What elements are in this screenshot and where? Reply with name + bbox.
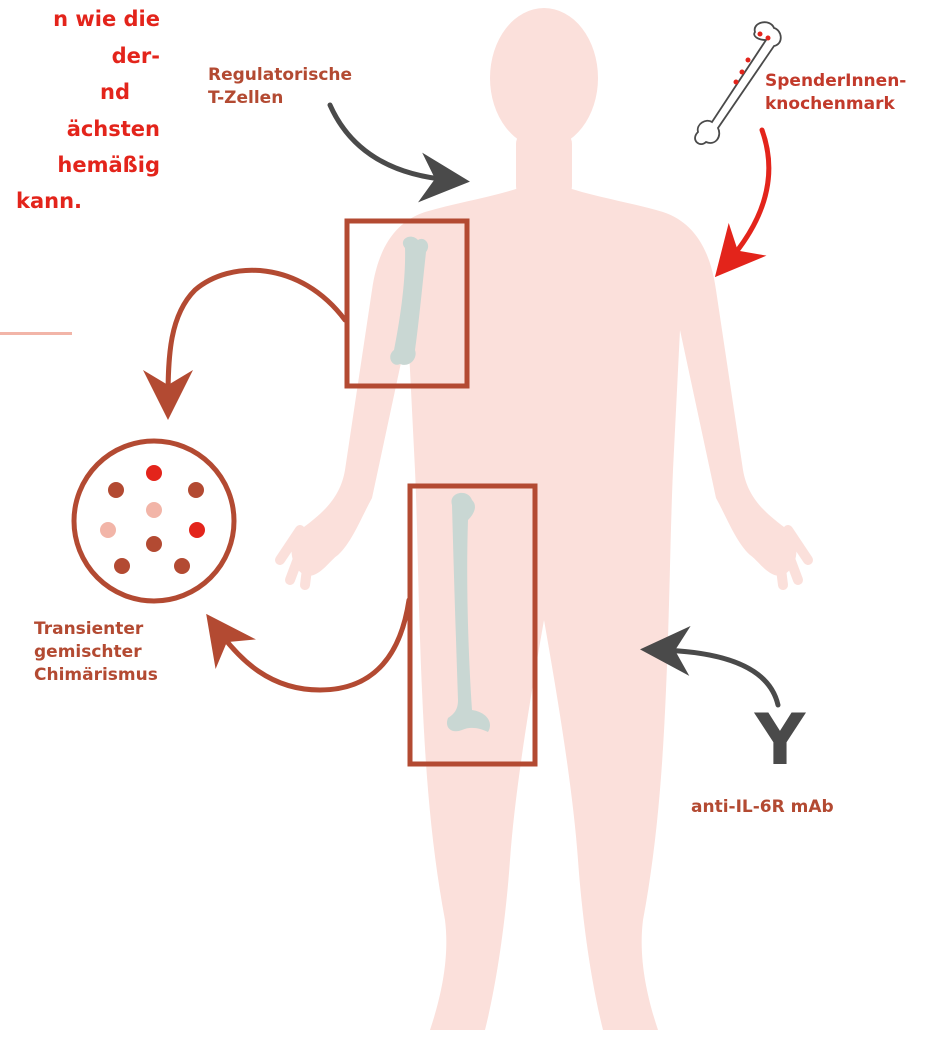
human-body-silhouette [280, 8, 808, 1030]
head-shape [490, 8, 598, 148]
cell-dot [100, 522, 116, 538]
label-line: Transienter [34, 618, 158, 641]
cell-dot [114, 558, 130, 574]
transient-chimerism-label: Transienter gemischter Chimärismus [34, 618, 158, 687]
antibody-y-icon: Y [750, 700, 810, 780]
intro-line: kann. [16, 190, 82, 213]
regulatory-t-cells-label: Regulatorische T-Zellen [208, 64, 352, 110]
cell-dot [188, 482, 204, 498]
cell-dot [189, 522, 205, 538]
label-line: knochenmark [765, 93, 906, 116]
upper-bone-to-chimerism-arrow [168, 270, 345, 400]
cell-dot [146, 536, 162, 552]
label-line: SpenderInnen- [765, 70, 906, 93]
intro-line: ächsten [67, 118, 160, 141]
donor-marrow-label: SpenderInnen- knochenmark [765, 70, 906, 116]
intro-line: hemäßig [57, 154, 160, 177]
regulatory-t-cells-arrow [330, 105, 450, 180]
lower-bone-to-chimerism-arrow [218, 600, 409, 690]
label-line: Regulatorische [208, 64, 352, 87]
label-line: gemischter [34, 641, 158, 664]
antibody-label: anti-IL-6R mAb [691, 796, 834, 819]
intro-line: der- [112, 45, 160, 68]
label-line: Chimärismus [34, 664, 158, 687]
cell-dot [108, 482, 124, 498]
cell-dot [146, 502, 162, 518]
cell-dot [146, 465, 162, 481]
intro-text-block: n wie die der- nd ächsten hemäßig kann. [0, 0, 160, 300]
antibody-arrow [660, 650, 778, 705]
left-hand-fingers [280, 530, 310, 585]
body-shape [292, 178, 797, 1030]
label-line: T-Zellen [208, 87, 352, 110]
intro-line: nd [100, 81, 130, 104]
donor-marrow-arrow [728, 130, 769, 262]
cell-dot [174, 558, 190, 574]
intro-line: n wie die [53, 8, 160, 31]
right-hand-fingers [778, 530, 808, 585]
chimerism-cell-circle [74, 441, 234, 601]
intro-divider [0, 332, 72, 335]
